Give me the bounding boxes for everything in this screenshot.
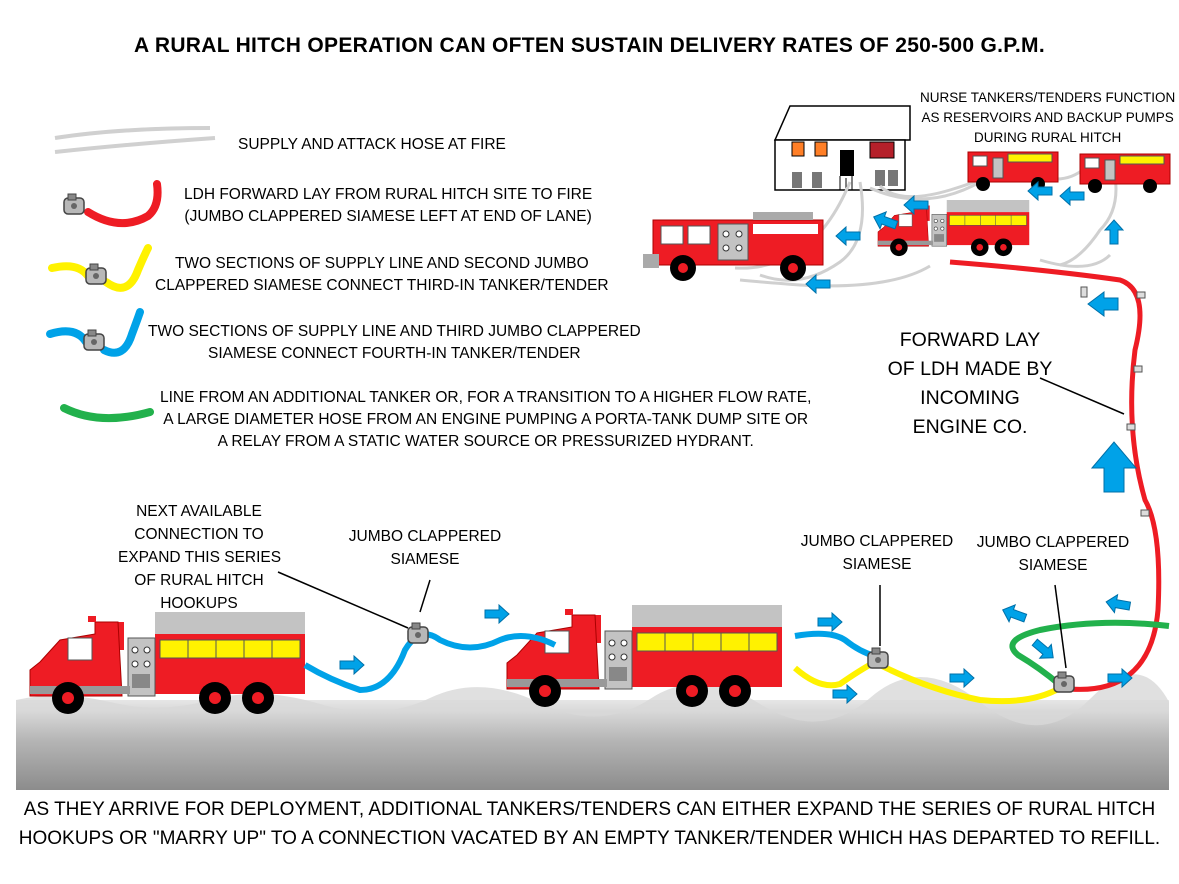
next-available-label: NEXT AVAILABLE CONNECTION TO EXPAND THIS… (118, 503, 282, 612)
legend-item-yellow: TWO SECTIONS OF SUPPLY LINE AND SECOND J… (155, 255, 609, 294)
bottom-caption: AS THEY ARRIVE FOR DEPLOYMENT, ADDITIONA… (18, 799, 1161, 849)
attack-engine (642, 211, 824, 282)
legend-item-gray: SUPPLY AND ATTACK HOSE AT FIRE (238, 136, 506, 153)
leader-next-available (277, 571, 409, 629)
tanker-second (506, 604, 783, 708)
legend-swatch-gray (54, 126, 216, 154)
leader-siamese-1 (419, 579, 431, 613)
legend-item-blue: TWO SECTIONS OF SUPPLY LINE AND THIRD JU… (148, 323, 641, 362)
forward-tanker (877, 199, 1030, 257)
siamese-3 (1053, 671, 1075, 693)
legend-swatch-red (63, 180, 162, 228)
green-supply-line (1009, 619, 1170, 688)
tanker-first (29, 611, 306, 715)
page-title: A RURAL HITCH OPERATION CAN OFTEN SUSTAI… (134, 34, 1045, 57)
forward-lay-label: FORWARD LAY OF LDH MADE BY INCOMING ENGI… (887, 329, 1053, 438)
nurse-tankers-label: NURSE TANKERS/TENDERS FUNCTION AS RESERV… (920, 90, 1176, 145)
legend-item-green: LINE FROM AN ADDITIONAL TANKER OR, FOR A… (160, 389, 812, 450)
leader-siamese-3 (1054, 584, 1067, 669)
legend-swatch-blue (46, 308, 144, 357)
legend-item-red: LDH FORWARD LAY FROM RURAL HITCH SITE TO… (184, 186, 593, 225)
flow-arrow-left-large (1087, 291, 1119, 317)
yellow-supply-line (793, 659, 877, 689)
leader-forward-lay (1039, 377, 1125, 415)
house (773, 105, 911, 191)
blue-supply-line-2 (794, 630, 876, 659)
nurse-tanker-1 (967, 151, 1059, 192)
siamese-label-1: JUMBO CLAPPERED SIAMESE (348, 528, 502, 568)
legend-swatch-green (60, 404, 154, 423)
siamese-1 (407, 622, 429, 644)
flow-arrow-big-up (1090, 441, 1138, 493)
nurse-tanker-2 (1079, 153, 1171, 194)
siamese-2 (867, 647, 889, 669)
siamese-label-2: JUMBO CLAPPERED SIAMESE (800, 533, 954, 573)
legend-swatch-yellow (48, 244, 152, 292)
siamese-label-3: JUMBO CLAPPERED SIAMESE (976, 534, 1130, 574)
